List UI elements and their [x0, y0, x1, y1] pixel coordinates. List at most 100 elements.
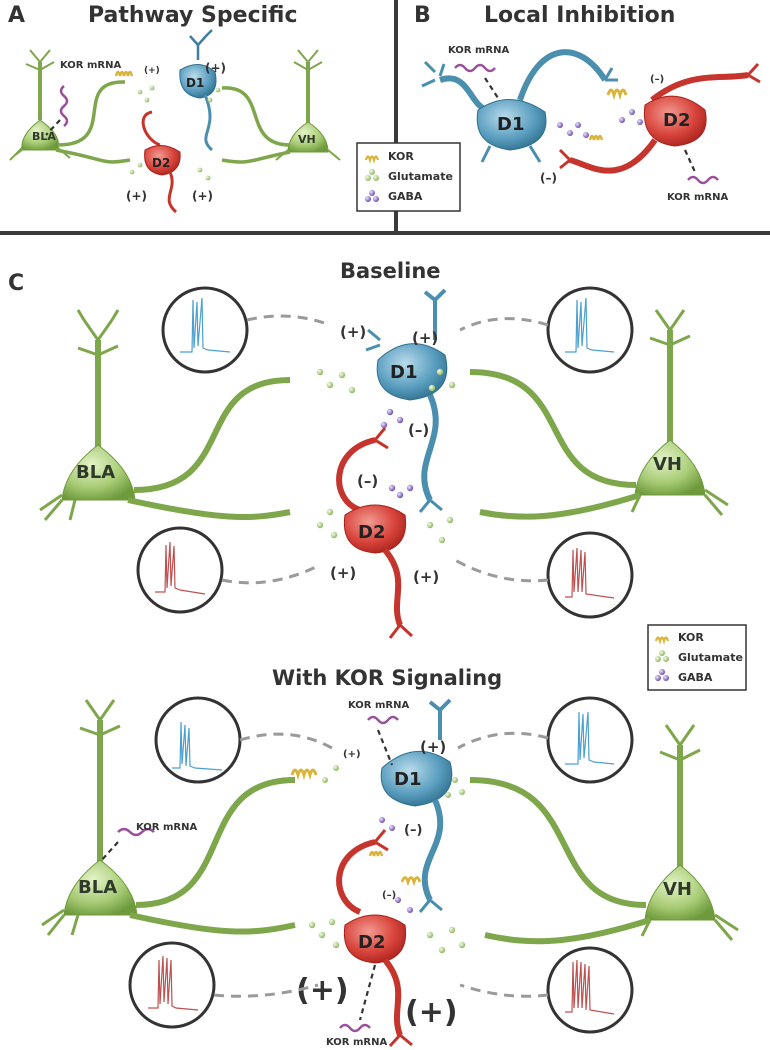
- legend-a-gaba-icon: [365, 190, 379, 202]
- legend-c-kor-icon: [654, 636, 670, 646]
- kor-d2-mrna-connector: [358, 964, 377, 1021]
- legend-a-kor-icon: [364, 155, 380, 165]
- panel-b-mrna-connector-bottom: [683, 149, 697, 173]
- kor-d2-neuron: D2: [336, 829, 413, 1048]
- kor-trace-d1-right: [457, 696, 634, 784]
- panel-a-sign-plus-left: (+): [126, 189, 147, 203]
- panel-b-sign-minus-top: (–): [650, 74, 664, 85]
- kor-d1-neuron: D1: [380, 698, 453, 913]
- baseline-d1-neuron: D1: [365, 288, 448, 513]
- legend-c-glutamate-icon: [655, 650, 669, 662]
- panel-b-d1-neuron: D1: [421, 49, 618, 163]
- panel-b-mrna-connector-top: [484, 77, 499, 99]
- kor-d1-mrna-strand: [367, 715, 399, 725]
- kor-sign-minus-d1: (–): [404, 823, 422, 838]
- panel-a: A Pathway Specific BLA VH D1: [8, 3, 461, 214]
- kor-d2-mrna-strand: [339, 1023, 371, 1033]
- panel-a-d1-neuron: D1: [179, 29, 217, 152]
- baseline-sign-plus-top-left: (+): [340, 323, 366, 341]
- kor-d1-mrna-label: KOR mRNA: [348, 700, 409, 711]
- panel-b-d2-neuron: D2: [558, 62, 761, 174]
- baseline-glutamate-cluster: [316, 368, 456, 544]
- legend-a-kor-label: KOR: [388, 150, 414, 163]
- panel-b-gaba-cluster: [557, 109, 643, 138]
- baseline-bla-label: BLA: [76, 462, 115, 483]
- baseline-vh-label: VH: [653, 454, 682, 475]
- baseline-trace-d2-left: [136, 526, 321, 614]
- panel-a-d2-label: D2: [152, 156, 170, 170]
- kor-trace-d2-right: [459, 946, 634, 1034]
- baseline-sign-plus-bottom-left: (+): [330, 564, 356, 582]
- panel-a-title: Pathway Specific: [88, 3, 298, 28]
- legend-c-kor-label: KOR: [678, 631, 704, 644]
- kor-sign-plus-top-right: (+): [420, 738, 446, 756]
- panel-a-letter: A: [8, 3, 25, 28]
- panel-c-legend: KOR Glutamate GABA: [647, 624, 747, 691]
- panel-a-mrna-label: KOR mRNA: [60, 60, 121, 71]
- kor-d1-mrna-connector: [376, 729, 394, 766]
- panel-a-glutamate-cluster: [129, 85, 221, 181]
- baseline-trace-d1-left: [161, 286, 331, 374]
- legend-a-glutamate-icon: [365, 169, 379, 181]
- baseline-vh-neuron: VH: [469, 309, 729, 520]
- baseline-gaba-cluster: [380, 408, 414, 499]
- panel-b-title: Local Inhibition: [484, 3, 675, 28]
- kor-receptor-bla-terminal: [290, 768, 318, 781]
- panel-c-letter: C: [8, 271, 24, 296]
- legend-c-glutamate-label: Glutamate: [678, 651, 743, 664]
- panel-a-bla-neuron: BLA: [9, 49, 131, 164]
- kor-trace-d1-left: [154, 696, 333, 784]
- panel-c-kor: With KOR Signaling BLA VH D1: [41, 666, 739, 1048]
- panel-b-d2-label: D2: [663, 110, 690, 131]
- panel-a-mrna-connector: [45, 119, 61, 136]
- kor-bla-mrna-label: KOR mRNA: [136, 822, 197, 833]
- panel-b: B Local Inhibition D1 D2 KOR mRNA: [414, 3, 761, 203]
- panel-a-mrna-strand: [59, 85, 69, 127]
- panel-a-vh-label: VH: [298, 133, 316, 146]
- kor-glutamate-cluster: [308, 765, 466, 954]
- panel-b-kor-receptor-top: [606, 88, 628, 101]
- legend-c-gaba-label: GABA: [678, 671, 713, 684]
- panel-a-sign-plus-small: (+): [144, 66, 160, 76]
- kor-receptor-d2-collateral: [368, 850, 384, 857]
- panel-a-sign-plus-d1: (+): [205, 61, 226, 75]
- panel-c-kor-title: With KOR Signaling: [272, 666, 502, 690]
- baseline-d2-neuron: D2: [336, 427, 414, 639]
- baseline-d1-label: D1: [390, 362, 417, 383]
- kor-sign-plus-small-top-left: (+): [343, 749, 361, 760]
- panel-b-mrna-strand-bottom: [687, 175, 719, 185]
- baseline-sign-minus-d2: (–): [357, 472, 378, 490]
- kor-d2-label: D2: [358, 932, 385, 953]
- panel-b-sign-minus-bottom: (–): [540, 171, 557, 185]
- panel-a-sign-plus-right: (+): [192, 189, 213, 203]
- kor-vh-label: VH: [663, 879, 692, 900]
- panel-b-mrna-strand-top: [454, 63, 496, 73]
- baseline-bla-neuron: BLA: [39, 309, 291, 521]
- panel-b-letter: B: [414, 3, 431, 28]
- panel-a-d2-neuron: D2: [141, 110, 181, 214]
- baseline-trace-d1-right: [459, 286, 634, 374]
- kor-trace-d2-left: [128, 941, 319, 1029]
- kor-d2-mrna-label: KOR mRNA: [326, 1037, 387, 1048]
- panel-b-d1-label: D1: [497, 114, 524, 135]
- kor-bla-mrna-strand: [117, 827, 155, 837]
- baseline-sign-plus-top-right: (+): [412, 329, 438, 347]
- panel-a-legend: KOR Glutamate GABA: [356, 142, 461, 212]
- panel-c-baseline-title: Baseline: [340, 259, 441, 283]
- panel-a-bla-label: BLA: [32, 130, 56, 143]
- kor-vh-neuron: VH: [469, 724, 739, 945]
- baseline-d2-label: D2: [358, 522, 385, 543]
- panel-a-d1-label: D1: [186, 76, 204, 90]
- kor-sign-plus-large-left: (+): [296, 973, 349, 1008]
- kor-d1-label: D1: [394, 769, 421, 790]
- baseline-sign-minus-d1: (–): [408, 421, 429, 439]
- baseline-sign-plus-bottom-right: (+): [413, 568, 439, 586]
- panel-c-baseline: C Baseline BLA VH: [8, 259, 729, 639]
- kor-sign-plus-large-right: (+): [405, 995, 458, 1030]
- legend-a-gaba-label: GABA: [388, 190, 423, 203]
- panel-a-kor-receptor: [114, 70, 134, 77]
- legend-c-gaba-icon: [655, 669, 669, 681]
- baseline-trace-d2-right: [454, 531, 634, 619]
- kor-bla-label: BLA: [78, 877, 117, 898]
